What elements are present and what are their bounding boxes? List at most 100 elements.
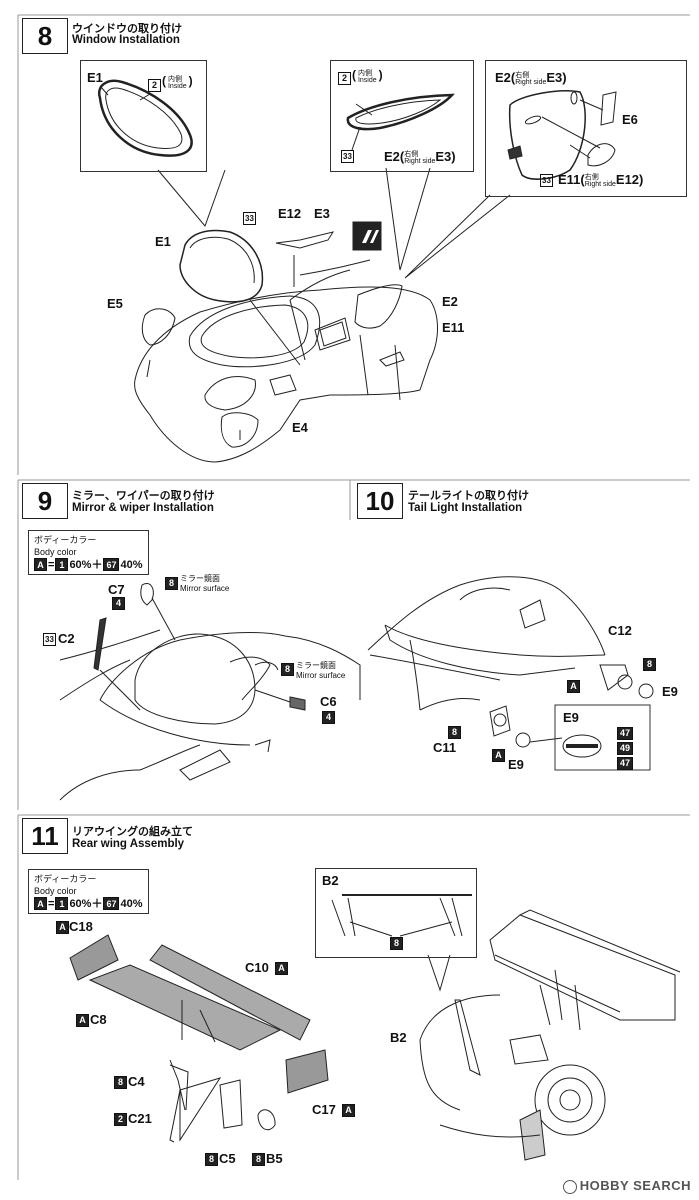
label-e2-car: E2 [442, 294, 458, 309]
label-e1-inset: E1 [87, 70, 103, 85]
label-e3-top: E3 [314, 206, 330, 221]
body-color-box: ボディーカラー Body color A = 1 60%＋ 67 40% [28, 530, 149, 575]
color-code-33b: 33 [540, 174, 553, 187]
label-b2-car: B2 [390, 1030, 407, 1045]
code-8-c5: 8 [205, 1153, 218, 1166]
label-e9-left: E9 [508, 757, 524, 772]
label-e5: E5 [107, 296, 123, 311]
code-8-c4: 8 [114, 1076, 127, 1089]
body-color-formula-11: A = 1 60%＋ 67 40% [34, 897, 143, 910]
code-8-mirror2: 8 [281, 663, 294, 676]
code-a-c11: A [492, 749, 505, 762]
mirror-surface-label: ミラー鏡面 Mirror surface [180, 574, 229, 594]
code-47-b: 47 [617, 757, 633, 770]
inset-window-e2 [330, 60, 474, 172]
label-c2: C2 [58, 631, 75, 646]
label-c7: C7 [108, 582, 125, 597]
body-color-formula: A = 1 60%＋ 67 40% [34, 558, 143, 571]
eq: = [48, 558, 55, 571]
label-e12: E12 [278, 206, 302, 221]
label-c10: C10 [245, 960, 269, 975]
pct-40-11: 40% [120, 897, 143, 910]
label-c21: C21 [128, 1111, 152, 1126]
logo-icon [562, 1180, 577, 1194]
label-e3: E3 [435, 149, 452, 164]
code-49: 49 [617, 742, 633, 755]
label-c4: C4 [128, 1074, 145, 1089]
right-jp-2: 右側 [515, 71, 530, 79]
code-1: 1 [55, 558, 69, 571]
label-c11: C11 [433, 740, 457, 755]
label-c18: C18 [69, 919, 93, 934]
pct-60-11: 60%＋ [69, 897, 103, 910]
mirror-en: Mirror surface [180, 584, 230, 593]
label-c8: C8 [90, 1012, 107, 1027]
right-en-3: Right side [584, 180, 616, 188]
label-c17: C17 [312, 1102, 336, 1117]
pct-60: 60%＋ [69, 558, 103, 571]
label-e12-door: E12 [615, 172, 640, 187]
color-code-33c: 33 [243, 212, 256, 225]
code-8-c11: 8 [448, 726, 461, 739]
label-e2-door: E2 [495, 70, 511, 85]
label-e4: E4 [292, 420, 308, 435]
code-a-c18: A [56, 921, 69, 934]
label-e3-door: E3 [546, 70, 563, 85]
label-e9-detail: E9 [563, 710, 579, 725]
right-jp: 右側 [404, 150, 419, 158]
code-a-c17: A [342, 1104, 355, 1117]
step-title-en-11: Rear wing Assembly [72, 838, 185, 850]
label-c5: C5 [219, 1151, 236, 1166]
mirror2-jp: ミラー鏡面 [296, 661, 336, 670]
inside-jp-2: 内側 [357, 70, 372, 77]
mirror-surface-label-2: ミラー鏡面 Mirror surface [296, 661, 345, 681]
label-e2: E2 [384, 149, 400, 164]
body-color-jp: ボディーカラー [34, 535, 97, 545]
right-en: Right side [404, 157, 436, 165]
code-a-11: A [34, 897, 47, 910]
step-title-en: Window Installation [72, 34, 180, 46]
body-color-en: Body color [34, 547, 77, 557]
code-a: A [34, 558, 47, 571]
inside-en-2: Inside [357, 77, 377, 84]
code-1-11: 1 [55, 897, 69, 910]
label-e1-car: E1 [155, 234, 171, 249]
body-color-en-11: Body color [34, 886, 77, 896]
right-en-2: Right side [515, 78, 547, 86]
code-8-b2: 8 [390, 937, 403, 950]
inset-window-e1 [80, 60, 207, 172]
code-67-11: 67 [103, 897, 120, 910]
code-33-c2: 33 [43, 633, 56, 646]
code-8-c12: 8 [643, 658, 656, 671]
step-title-en-10: Tail Light Installation [408, 502, 523, 514]
inside-en: Inside [167, 83, 187, 90]
label-c12: C12 [608, 623, 632, 638]
code-8-b5: 8 [252, 1153, 265, 1166]
inset-door [485, 60, 687, 197]
color-code-2: 2 [148, 79, 161, 92]
step-title-jp: ウインドウの取り付け [72, 22, 182, 35]
code-a-c8: A [76, 1014, 89, 1027]
label-e9-right: E9 [662, 684, 678, 699]
step-title-jp-10: テールライトの取り付け [408, 489, 529, 502]
body-color-box-11: ボディーカラー Body color A = 1 60%＋ 67 40% [28, 869, 149, 914]
eq-11: = [48, 897, 55, 910]
logo-text: HOBBY SEARCH [579, 1178, 691, 1194]
label-e11-car: E11 [442, 320, 465, 335]
code-4-c6: 4 [322, 711, 335, 724]
step-number-11: 11 [22, 818, 68, 854]
code-a-c12: A [567, 680, 580, 693]
pct-40: 40% [120, 558, 143, 571]
inside-jp: 内側 [167, 76, 182, 83]
label-e11-door: E11 [558, 172, 581, 187]
label-c6: C6 [320, 694, 337, 709]
color-code-33: 33 [341, 150, 354, 163]
mirror-jp: ミラー鏡面 [180, 574, 220, 583]
right-jp-3: 右側 [584, 173, 599, 181]
hobby-search-logo: HOBBY SEARCH [562, 1178, 691, 1194]
code-8-mirror: 8 [165, 577, 178, 590]
step-number: 8 [22, 18, 68, 54]
